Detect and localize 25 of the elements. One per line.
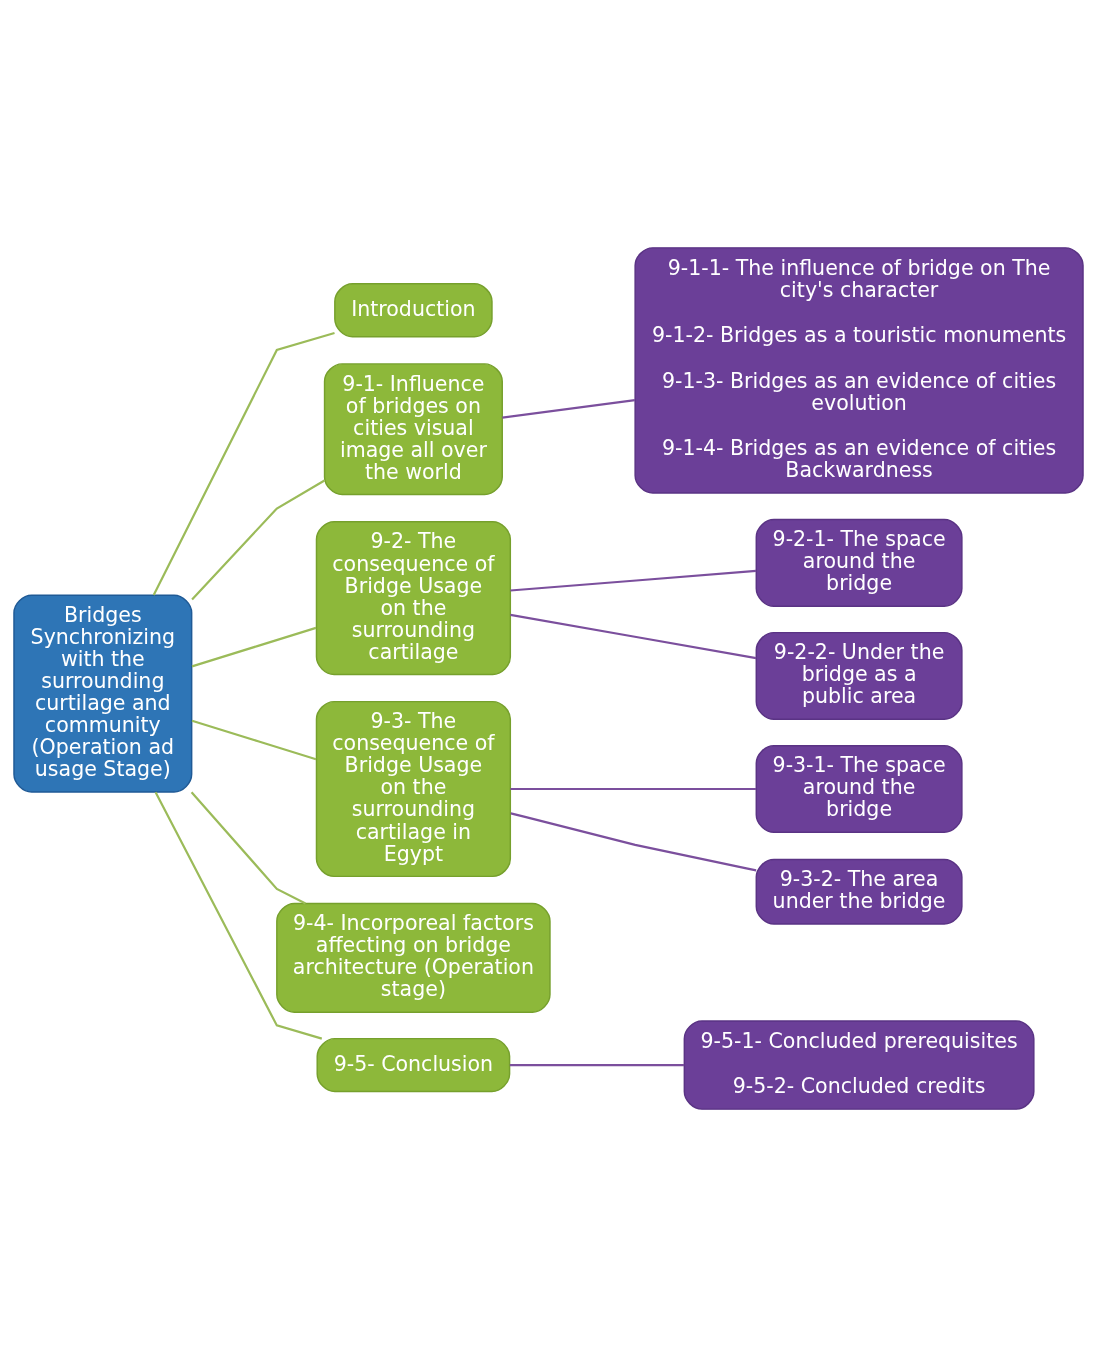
node-box: 9-2-1- The space around the bridge xyxy=(755,518,963,607)
node-box: 9-1-1- The influence of bridge on The city's character 9-1-2- Bridges as a touristic monuments 9-1-3- Bridges as an evidence of cities evolution 9-1-4- Bridges as an evidence of cities Backwardness xyxy=(634,247,1084,494)
connector xyxy=(510,613,757,660)
node-box: 9-2-2- Under the bridge as a public area xyxy=(755,631,963,720)
node-box: 9-5-1- Concluded prerequisites 9-5-2- Concluded credits xyxy=(683,1020,1035,1110)
node-box: Introduction xyxy=(334,283,493,338)
connector xyxy=(510,812,757,872)
node-box: 9-4- Incorporeal factors affecting on bridge architecture (Operation stage) xyxy=(276,902,551,1013)
connector xyxy=(191,626,317,668)
connector xyxy=(191,479,326,601)
node-box: 9-3-2- The area under the bridge xyxy=(755,858,963,925)
connector xyxy=(502,398,636,419)
connector xyxy=(190,791,306,905)
connector xyxy=(509,1063,685,1067)
node-box: Bridges Synchronizing with the surrounding curtilage and community (Operation ad usage Stage) xyxy=(13,594,193,793)
connector xyxy=(154,791,323,1040)
node-box: 9-1- Influence of bridges on cities visual image all over the world xyxy=(323,363,503,496)
node-box: 9-5- Conclusion xyxy=(316,1037,511,1093)
connector xyxy=(191,719,317,761)
connector xyxy=(510,569,757,592)
connector xyxy=(510,787,757,791)
connector xyxy=(152,331,335,596)
node-box: 9-3-1- The space around the bridge xyxy=(755,744,963,834)
node-box: 9-2- The consequence of Bridge Usage on the surrounding cartilage xyxy=(315,521,512,676)
node-box: 9-3- The consequence of Bridge Usage on the surrounding cartilage in Egypt xyxy=(315,700,512,878)
